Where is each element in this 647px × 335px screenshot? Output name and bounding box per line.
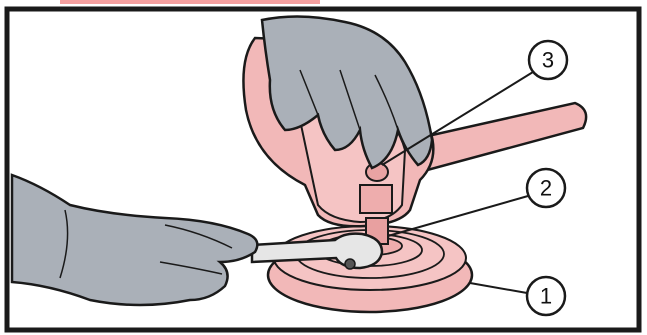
top-accent-strip [60, 0, 320, 4]
callout-label-2: 2 [540, 176, 552, 201]
callout-label-1: 1 [540, 284, 552, 309]
lower-hand [12, 175, 257, 305]
leader-line-1 [470, 283, 527, 293]
callout-label-3: 3 [542, 48, 554, 73]
callout-1: 1 [470, 277, 565, 315]
side-handle [410, 103, 586, 172]
